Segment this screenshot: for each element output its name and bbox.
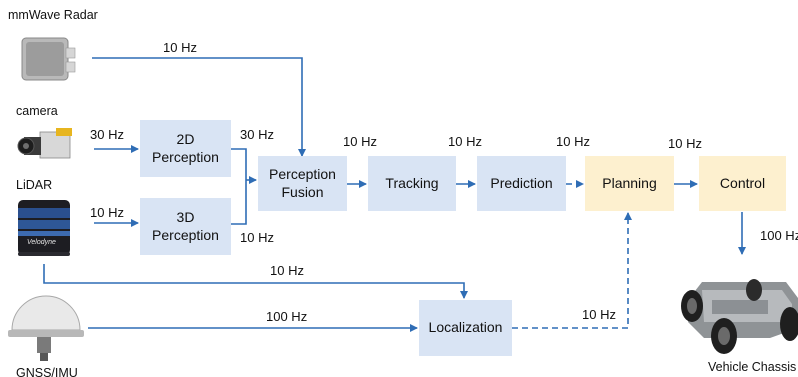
vehicle-chassis-label: Vehicle Chassis	[708, 360, 797, 374]
rate-camera-to-2d: 30 Hz	[90, 127, 124, 142]
rate-planning-out: 10 Hz	[668, 136, 702, 151]
camera-label: camera	[16, 104, 58, 118]
rate-fusion-out: 10 Hz	[343, 134, 377, 149]
perception-fusion-line2: Fusion	[281, 183, 324, 200]
rate-prediction-out: 10 Hz	[556, 134, 590, 149]
radar-label: mmWave Radar	[8, 8, 98, 22]
perception-fusion-line1: Perception	[269, 166, 336, 182]
camera-device-icon	[17, 128, 72, 159]
rate-lidar-to-localization: 10 Hz	[270, 263, 304, 278]
gnss-device-icon	[8, 295, 84, 361]
localization-to-planning-arrow	[512, 212, 632, 329]
control-box: Control	[699, 156, 786, 211]
rate-lidar-to-3d: 10 Hz	[90, 205, 124, 220]
rate-radar-to-fusion: 10 Hz	[163, 40, 197, 55]
lidar-brand-logo: Velodyne	[27, 239, 56, 246]
perception-2d-line1: 2D	[176, 131, 195, 147]
perception-fusion-box: Perception Fusion	[258, 156, 347, 211]
radar-device-icon	[21, 37, 76, 81]
rate-out-3d: 10 Hz	[240, 230, 274, 245]
vehicle-chassis-icon	[681, 279, 798, 354]
radar-to-fusion-arrow	[92, 57, 306, 157]
perception-2d-box: 2D Perception	[140, 120, 231, 177]
prediction-box: Prediction	[477, 156, 566, 211]
localization-box: Localization	[419, 300, 512, 356]
rate-out-2d: 30 Hz	[240, 127, 274, 142]
lidar-device-icon	[18, 200, 70, 256]
2d-to-fusion-connector	[231, 148, 247, 179]
rate-tracking-out: 10 Hz	[448, 134, 482, 149]
rate-localization-to-planning: 10 Hz	[582, 307, 616, 322]
rate-control-out: 100 Hz	[760, 228, 798, 243]
tracking-box: Tracking	[368, 156, 456, 211]
gnss-label: GNSS/IMU	[16, 366, 78, 377]
perception-2d-line2: Perception	[152, 148, 219, 165]
rate-gnss-to-localization: 100 Hz	[266, 309, 308, 324]
3d-to-fusion-connector	[231, 179, 247, 225]
lidar-label: LiDAR	[16, 178, 53, 192]
planning-box: Planning	[585, 156, 674, 211]
perception-3d-line1: 3D	[176, 209, 195, 225]
perception-3d-box: 3D Perception	[140, 198, 231, 255]
perception-3d-line2: Perception	[152, 226, 219, 243]
lidar-to-localization-arrow	[43, 264, 468, 299]
